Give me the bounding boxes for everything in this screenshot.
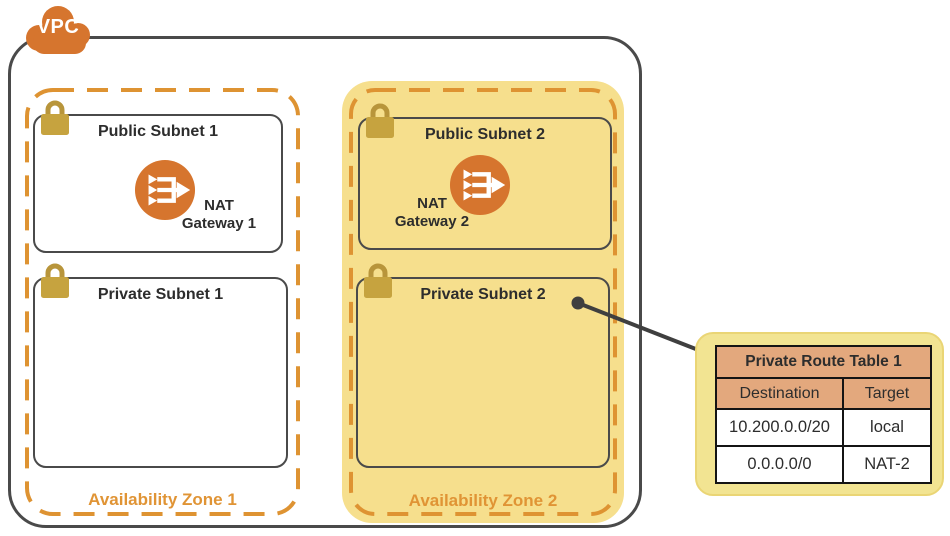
nat-gateway-icon — [449, 154, 511, 216]
private-subnet-2-box: Private Subnet 2 — [356, 277, 610, 468]
vpc-container — [8, 36, 642, 528]
public-subnet-2-title: Public Subnet 2 — [424, 126, 545, 143]
route-table-col-destination: Destination — [715, 377, 844, 410]
private-subnet-1-box: Private Subnet 1 — [33, 277, 288, 468]
lock-icon — [41, 263, 69, 298]
nat-label-line1: NAT — [417, 195, 447, 212]
private-route-table-panel: Private Route Table 1 Destination Target… — [695, 332, 944, 496]
route-table: Private Route Table 1 Destination Target… — [715, 345, 932, 484]
route-table-row: 0.0.0.0/0 NAT-2 — [715, 445, 932, 484]
vpc-label: VPC — [36, 16, 80, 38]
lock-icon — [41, 100, 69, 135]
az1-dashed-border — [25, 88, 300, 516]
nat-label-line2: Gateway 2 — [394, 213, 470, 230]
cloud-icon — [26, 6, 90, 54]
lock-icon — [366, 103, 394, 138]
nat-gateway-icon — [134, 159, 196, 221]
lock-icon — [364, 263, 392, 298]
az2-dashed-border — [349, 88, 617, 516]
route-table-row: 10.200.0.0/20 local — [715, 408, 932, 447]
az1-label: Availability Zone 1 — [88, 490, 237, 509]
availability-zone-1: Availability Zone 1 — [25, 88, 300, 516]
route-target-cell: NAT-2 — [842, 445, 932, 484]
nat-gateway-2-label: NAT Gateway 2 — [380, 195, 484, 231]
route-table-col-target: Target — [842, 377, 932, 410]
public-subnet-1-title: Public Subnet 1 — [97, 123, 218, 140]
route-destination-cell: 10.200.0.0/20 — [715, 408, 844, 447]
route-target-cell: local — [842, 408, 932, 447]
route-table-title: Private Route Table 1 — [715, 345, 932, 379]
nat-gateway-1-label: NAT Gateway 1 — [180, 197, 258, 233]
private-subnet-1-title: Private Subnet 1 — [97, 286, 224, 303]
public-subnet-2-box: Public Subnet 2 — [358, 117, 612, 250]
nat-label-line1: NAT — [204, 197, 234, 214]
vpc-cloud-icon: VPC — [19, 2, 97, 58]
private-subnet-2-title: Private Subnet 2 — [420, 286, 546, 303]
az2-label: Availability Zone 2 — [408, 491, 558, 510]
nat-label-line2: Gateway 1 — [181, 215, 257, 232]
route-destination-cell: 0.0.0.0/0 — [715, 445, 844, 484]
public-subnet-1-box: Public Subnet 1 — [33, 114, 283, 253]
